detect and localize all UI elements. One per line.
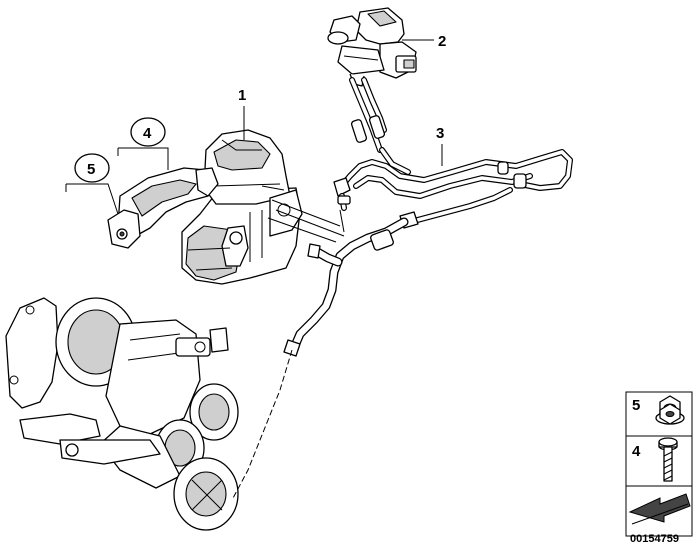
legend-item-4[interactable]: 4 <box>632 437 678 482</box>
svg-text:5: 5 <box>632 397 640 414</box>
assembly-lines <box>261 185 345 243</box>
direction-arrow-icon <box>628 493 691 525</box>
callout-5[interactable]: 5 <box>65 153 119 215</box>
svg-text:1: 1 <box>238 87 246 104</box>
bracket-part[interactable] <box>107 167 219 249</box>
legend-item-5[interactable]: 5 <box>632 395 685 425</box>
parts-legend: 5 4 <box>625 391 693 537</box>
callout-2[interactable]: 2 <box>402 33 446 50</box>
svg-text:5: 5 <box>87 161 95 178</box>
callout-1[interactable]: 1 <box>238 87 246 140</box>
svg-text:4: 4 <box>143 125 152 142</box>
callout-3[interactable]: 3 <box>436 125 444 166</box>
valve-connection-tubes <box>349 77 387 153</box>
solenoid-valve-housing-part[interactable] <box>181 129 303 285</box>
screw-bolt-icon <box>658 437 678 482</box>
vacuum-hose <box>283 217 409 357</box>
svg-text:2: 2 <box>438 33 446 50</box>
electric-valve-part[interactable] <box>327 7 417 87</box>
svg-text:4: 4 <box>632 443 641 460</box>
diagram-id: 00154759 <box>630 533 679 544</box>
svg-text:3: 3 <box>436 125 444 142</box>
assembly-lead-line <box>231 349 293 501</box>
vacuum-line-part[interactable] <box>333 147 573 229</box>
callout-4[interactable]: 4 <box>117 117 169 170</box>
hex-collar-nut-icon <box>655 395 685 425</box>
turbocharger <box>5 297 239 531</box>
